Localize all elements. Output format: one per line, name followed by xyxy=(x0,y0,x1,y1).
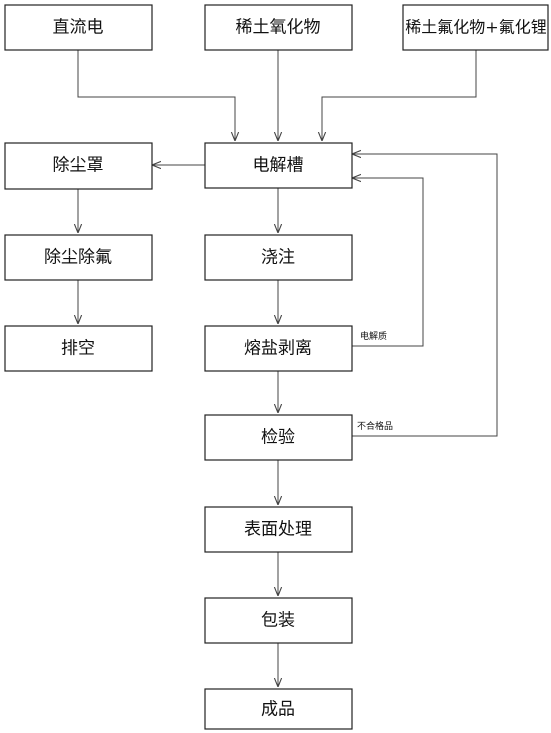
node-pouring-label: 浇注 xyxy=(261,248,295,268)
edge-label-rejects: 不合格品 xyxy=(357,420,393,432)
node-dc-power: 直流电 xyxy=(4,4,153,51)
edge-electrolyte-return xyxy=(352,178,424,347)
node-dust-hood-label: 除尘罩 xyxy=(53,156,104,176)
node-dust-fluorine-removal-label: 除尘除氟 xyxy=(44,248,112,268)
node-packaging-label: 包装 xyxy=(261,611,295,631)
node-inspection: 检验 xyxy=(204,414,353,461)
node-electrolytic-cell: 电解槽 xyxy=(204,142,353,189)
node-surface-treatment: 表面处理 xyxy=(204,506,353,553)
node-finished-product: 成品 xyxy=(204,688,353,730)
node-dust-fluorine-removal: 除尘除氟 xyxy=(4,234,153,281)
node-salt-stripping-label: 熔盐剥离 xyxy=(244,339,312,359)
edge-fluoride-to-cell xyxy=(322,50,477,141)
node-packaging: 包装 xyxy=(204,597,353,644)
node-dust-hood: 除尘罩 xyxy=(4,142,153,190)
node-rare-earth-oxide-label: 稀土氧化物 xyxy=(236,18,321,38)
edge-dc-to-cell xyxy=(77,50,235,141)
edges xyxy=(77,50,498,687)
node-surface-treatment-label: 表面处理 xyxy=(244,520,312,540)
node-salt-stripping: 熔盐剥离 xyxy=(204,325,353,372)
edge-label-electrolyte: 电解质 xyxy=(360,330,387,342)
node-exhaust-label: 排空 xyxy=(61,339,95,359)
node-electrolytic-cell-label: 电解槽 xyxy=(253,156,304,176)
node-fluoride-mix-label: 稀土氟化物+氟化锂 xyxy=(405,18,546,37)
node-exhaust: 排空 xyxy=(4,325,153,372)
node-dc-power-label: 直流电 xyxy=(53,18,104,38)
node-rare-earth-oxide: 稀土氧化物 xyxy=(204,4,353,51)
node-finished-product-label: 成品 xyxy=(261,700,295,720)
edge-rejects-return xyxy=(352,154,498,437)
node-pouring: 浇注 xyxy=(204,234,353,281)
node-fluoride-mix: 稀土氟化物+氟化锂 xyxy=(402,4,549,51)
node-inspection-label: 检验 xyxy=(261,428,295,448)
